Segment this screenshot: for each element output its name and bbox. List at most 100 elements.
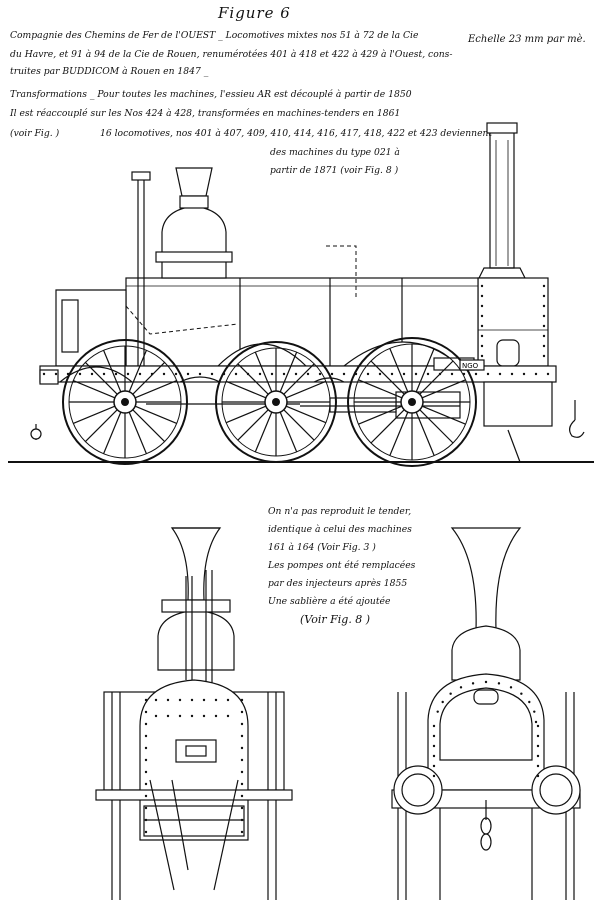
rivet <box>282 372 286 376</box>
rivet <box>144 830 148 834</box>
rivet <box>126 372 130 376</box>
rivet <box>240 782 244 786</box>
rivet <box>542 324 546 328</box>
scale-note: Echelle 23 mm par mè. <box>468 34 586 45</box>
rivet <box>342 372 346 376</box>
rivet <box>270 372 274 376</box>
splasher <box>216 343 308 367</box>
number-plate <box>459 359 485 371</box>
rivet <box>42 372 46 376</box>
note-line: par des injecteurs après 1855 <box>268 578 408 589</box>
rivet <box>536 744 540 748</box>
rivet <box>210 372 214 376</box>
rivet <box>226 714 230 718</box>
rivet <box>144 818 148 822</box>
rivet <box>240 734 244 738</box>
header-line: Transformations _ Pour toutes les machin… <box>10 89 412 100</box>
header-line: (voir Fig. ) <box>10 128 60 139</box>
rivet <box>240 710 244 714</box>
rivet <box>498 372 502 376</box>
rivet <box>214 714 218 718</box>
header-line: partir de 1871 (voir Fig. 8 ) <box>270 165 399 176</box>
note-line: 161 à 164 (Voir Fig. 3 ) <box>268 542 376 553</box>
rivet <box>240 794 244 798</box>
rivet <box>528 700 531 704</box>
rivet <box>509 686 513 689</box>
rivet <box>178 714 182 718</box>
rivet <box>542 304 546 308</box>
note-line: Une sablière a été ajoutée <box>268 596 391 607</box>
rivet <box>190 698 194 702</box>
rivet <box>480 324 484 328</box>
rivet <box>449 692 452 695</box>
rivet <box>536 754 540 758</box>
side-elevation <box>8 122 594 463</box>
rivet <box>542 344 546 348</box>
chimney <box>478 122 526 279</box>
rivet <box>144 806 148 810</box>
rivet <box>66 372 70 376</box>
rivet <box>240 806 244 810</box>
rivet <box>480 344 484 348</box>
rivet <box>522 372 526 376</box>
rivet <box>144 698 148 702</box>
rivet <box>471 682 475 685</box>
rear-elevation <box>95 527 293 900</box>
wheel <box>347 337 477 467</box>
rivet <box>294 372 298 376</box>
rivet <box>166 698 170 702</box>
rivet <box>542 294 546 298</box>
smokebox <box>477 277 549 367</box>
rivet <box>480 314 484 318</box>
rivet <box>542 284 546 288</box>
rivet <box>198 372 202 376</box>
rivet <box>459 686 463 689</box>
header-line: Il est réaccouplé sur les Nos 424 à 428,… <box>10 108 401 119</box>
rivet <box>441 700 444 704</box>
header-line: 16 locomotives, nos 401 à 407, 409, 410,… <box>100 128 493 139</box>
rivet <box>226 698 230 702</box>
header-line: du Havre, et 91 à 94 de la Cie de Rouen,… <box>10 49 453 60</box>
rivet <box>426 372 430 376</box>
rivet <box>214 698 218 702</box>
rivet <box>162 372 166 376</box>
rivet <box>240 746 244 750</box>
rivet <box>536 764 540 768</box>
rivet <box>240 830 244 834</box>
rivet <box>480 334 484 338</box>
rivet <box>436 710 439 713</box>
rivet <box>474 372 478 376</box>
rivet <box>354 372 358 376</box>
rivets <box>42 284 550 834</box>
rivet <box>536 774 540 778</box>
rivet <box>366 372 370 376</box>
rivet <box>246 372 250 376</box>
rivet <box>486 372 490 376</box>
header-line: truites par BUDDICOM à Rouen en 1847 _ <box>10 66 209 77</box>
rivet <box>178 698 182 702</box>
rivet <box>144 782 148 786</box>
rivet <box>154 698 158 702</box>
rivet <box>534 720 538 724</box>
rivet <box>438 372 442 376</box>
rivet <box>546 372 550 376</box>
rivet <box>240 818 244 822</box>
rivet <box>480 304 484 308</box>
rivet <box>484 680 488 684</box>
rivet <box>432 724 436 728</box>
rivet <box>186 372 190 376</box>
rivet <box>54 372 58 376</box>
number-plate-label: NGO <box>462 362 479 370</box>
rivet <box>190 714 194 718</box>
rivet <box>144 794 148 798</box>
rivet <box>174 372 178 376</box>
rivet <box>240 770 244 774</box>
rivet <box>318 372 322 376</box>
rivet <box>114 372 118 376</box>
rivet <box>234 372 238 376</box>
rivet <box>378 372 382 376</box>
firebox <box>55 171 151 367</box>
rivet <box>240 698 244 702</box>
rivet <box>144 710 148 714</box>
header-line: Compagnie des Chemins de Fer de l'OUEST … <box>10 30 419 41</box>
